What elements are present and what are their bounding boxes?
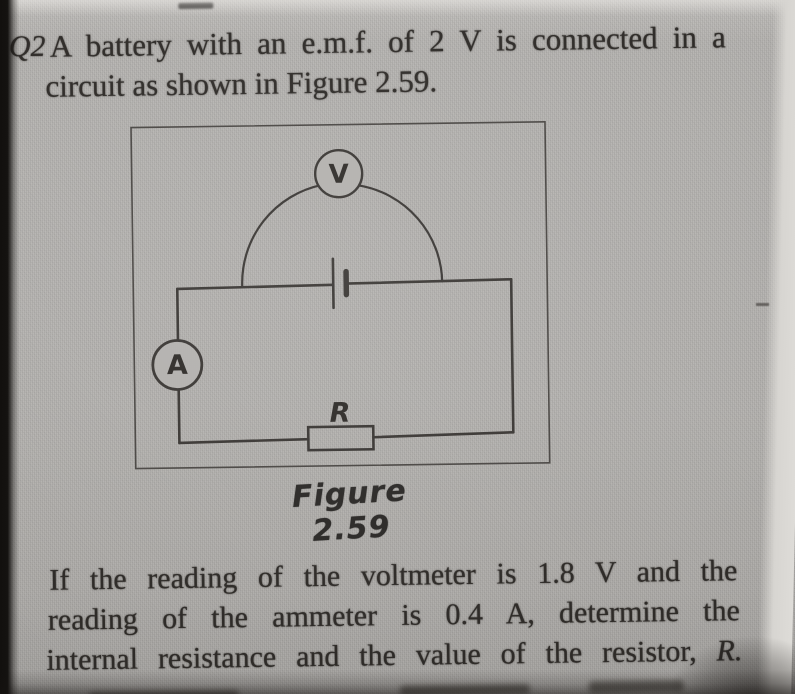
resistor-box (306, 424, 375, 452)
voltmeter-wire-arc-left (241, 183, 323, 288)
page-edge-mark (756, 303, 769, 306)
wire-top-left (175, 283, 335, 291)
wire-bottom-right (372, 430, 515, 439)
battery-long-plate (331, 257, 335, 310)
figure-caption: Figure 2.59 (291, 473, 408, 549)
wire-left-lower (177, 387, 181, 445)
ammeter-label: A (167, 350, 188, 381)
voltmeter-wire-arc-right (357, 184, 444, 283)
wire-bottom-left (178, 437, 310, 445)
voltmeter-circle (313, 149, 364, 199)
wire-top-right (344, 278, 513, 285)
ammeter-circle (151, 339, 204, 391)
question-text-line-1: A battery with an e.m.f. of 2 V is conne… (49, 19, 727, 64)
photo-left-shadow (0, 0, 19, 694)
wire-left-upper (175, 287, 180, 343)
voltmeter-label: V (328, 160, 349, 190)
photo-bottom-shadow (0, 670, 795, 694)
figure-frame (130, 121, 551, 470)
question-text-line-2: circuit as shown in Figure 2.59. (45, 63, 438, 104)
paper-top-highlight (0, 0, 795, 16)
wire-right (509, 278, 515, 434)
resistor-label: R (329, 398, 350, 429)
